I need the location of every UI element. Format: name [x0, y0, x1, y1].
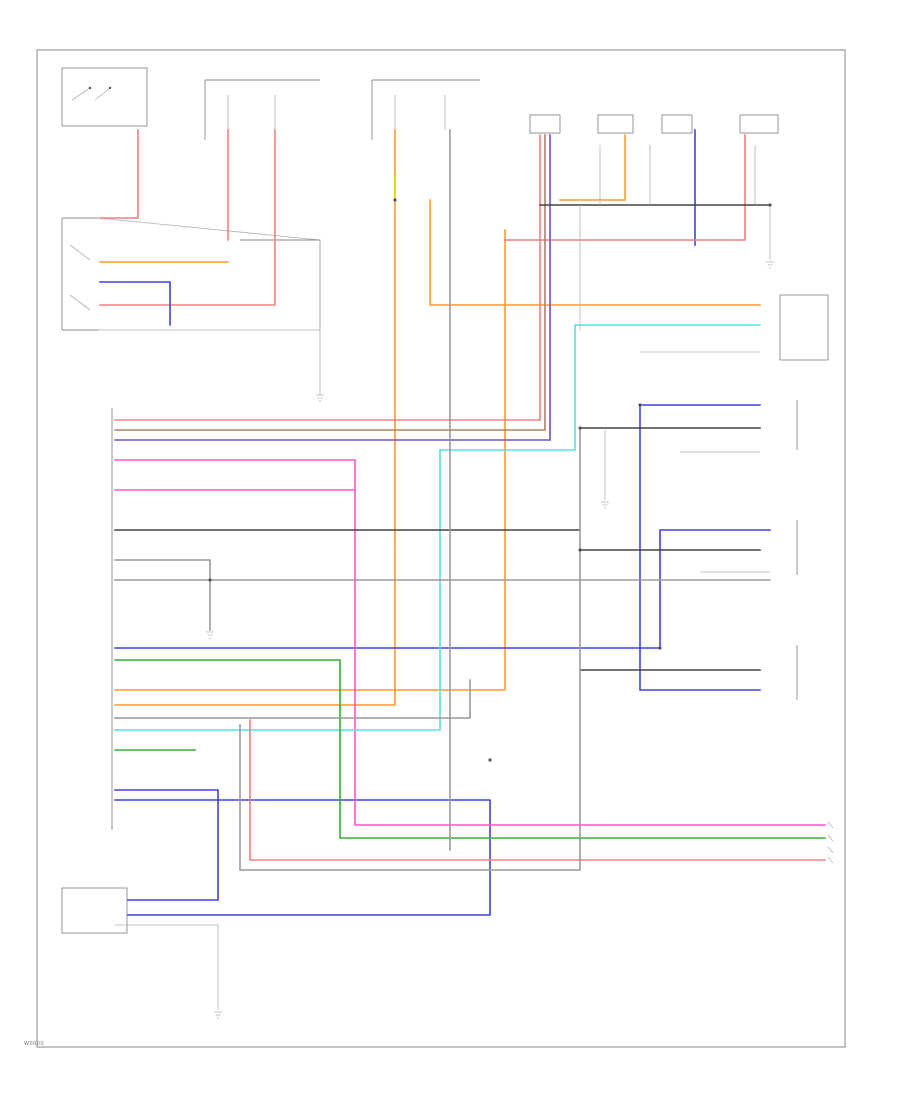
wire-blue-1 — [99, 281, 171, 326]
wire-gray-5 — [114, 679, 471, 719]
splice-dot-icon — [488, 758, 492, 762]
wire-gray-3 — [239, 427, 581, 871]
wire-orange-5 — [559, 134, 626, 201]
top-left-switch — [61, 67, 148, 127]
ground-icon — [206, 261, 774, 1019]
wire-blue-2 — [114, 529, 771, 649]
wire-red-1 — [99, 129, 139, 219]
top-sensor-2 — [597, 114, 634, 134]
top-sensor-3 — [661, 114, 693, 134]
top-sensor-1 — [529, 114, 561, 134]
upper-left-connector — [61, 217, 321, 331]
wire-red-bottom — [249, 719, 826, 861]
splice-dot-icon — [393, 198, 397, 202]
wire-orange-3 — [429, 199, 761, 306]
splice-dot-icon — [768, 203, 772, 207]
splice-dot-icon — [578, 426, 582, 430]
wires — [99, 129, 826, 1010]
wire-cyan-1 — [114, 449, 441, 731]
splice-dot-icon — [658, 646, 662, 650]
splice-dot-icon — [638, 403, 642, 407]
wire-blue-5 — [114, 789, 219, 901]
wire-gray-4 — [114, 559, 211, 631]
wire-red-3 — [99, 129, 276, 306]
reference-code: W0000 — [24, 1041, 45, 1047]
wire-blue-6 — [114, 799, 491, 916]
wire-violet-1 — [114, 134, 551, 441]
wire-green-1 — [114, 659, 826, 839]
splice-dots — [208, 198, 772, 762]
wire-brown-1 — [114, 134, 546, 431]
wire-orange-4 — [114, 229, 506, 691]
right-edge-connectors — [827, 821, 834, 864]
top-relay-2 — [371, 79, 480, 140]
splice-dot-icon — [208, 578, 212, 582]
wire-red-right — [504, 134, 746, 241]
wire-orange-2 — [114, 129, 396, 706]
top-relay-1 — [204, 79, 320, 140]
top-sensor-4 — [739, 114, 779, 134]
splice-dot-icon — [578, 548, 582, 552]
wire-blue-4 — [639, 404, 761, 691]
right-connector-upper — [779, 294, 829, 361]
wire-cyan-2 — [439, 324, 761, 451]
wire-pink-1 — [114, 459, 826, 826]
diagram-frame — [36, 49, 846, 1048]
wire-red-long — [114, 134, 541, 421]
bottom-left-module — [61, 887, 128, 934]
